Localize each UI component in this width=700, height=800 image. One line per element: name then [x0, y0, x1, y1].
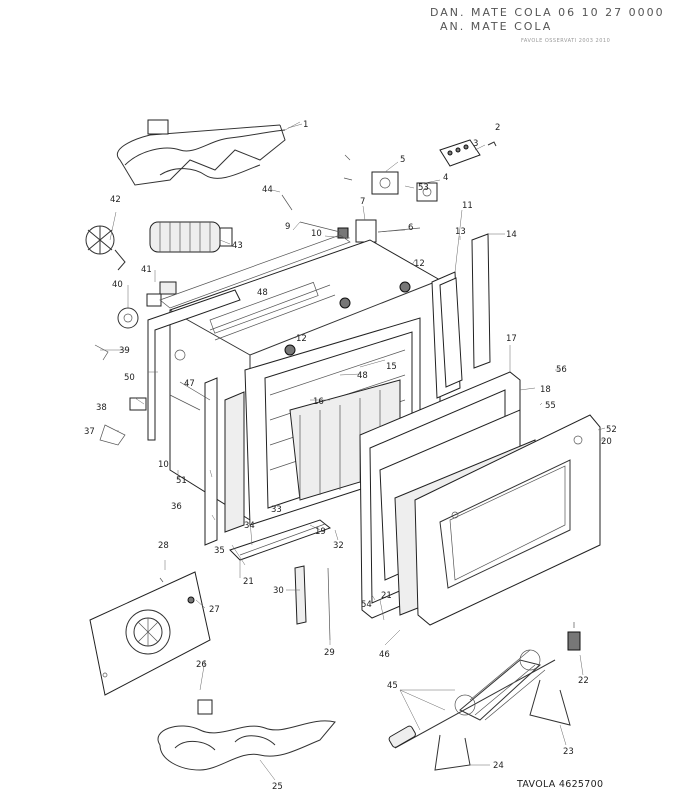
callout-19: 19	[315, 527, 326, 537]
callout-7: 7	[360, 197, 365, 207]
callout-38: 38	[96, 403, 107, 413]
callout-30: 30	[273, 586, 284, 596]
callout-50: 50	[124, 373, 135, 383]
callout-44: 44	[262, 185, 273, 195]
callout-13: 13	[455, 227, 466, 237]
thermostat-bracket	[281, 194, 421, 243]
callout-27: 27	[209, 605, 220, 615]
callout-20: 20	[601, 437, 612, 447]
callout-12-right: 12	[414, 259, 425, 269]
header-line-2: AN. MATE COLA	[440, 20, 553, 33]
callout-29: 29	[324, 648, 335, 658]
callout-55: 55	[545, 401, 556, 411]
switch-group	[343, 154, 438, 202]
drawing-number: TAVOLA 4625700	[517, 779, 604, 790]
side-insulation	[204, 377, 245, 546]
callout-45: 45	[387, 681, 398, 691]
callout-9: 9	[285, 222, 290, 232]
callout-5: 5	[400, 155, 405, 165]
callout-43: 43	[232, 241, 243, 251]
callout-46: 46	[379, 650, 390, 660]
callout-12-mid: 12	[296, 334, 307, 344]
callout-28: 28	[158, 541, 169, 551]
callout-15: 15	[386, 362, 397, 372]
callout-32: 32	[333, 541, 344, 551]
base-rail	[229, 519, 332, 561]
callout-21-right: 21	[381, 591, 392, 601]
callout-48-mid: 48	[357, 371, 368, 381]
rotisserie	[388, 622, 581, 771]
callout-21-left: 21	[243, 577, 254, 587]
callout-54: 54	[361, 600, 372, 610]
callout-40: 40	[112, 280, 123, 290]
header-line-1: DAN. MATE COLA 06 10 27 0000	[430, 6, 665, 19]
callout-23: 23	[563, 747, 574, 757]
callout-22: 22	[578, 676, 589, 686]
bottom-element	[157, 699, 336, 771]
callout-17: 17	[506, 334, 517, 344]
callout-52: 52	[606, 425, 617, 435]
small-parts	[94, 344, 211, 446]
callout-39: 39	[119, 346, 130, 356]
top-grill-element	[117, 119, 301, 186]
callout-33: 33	[271, 505, 282, 515]
leader-lines	[100, 123, 606, 781]
terminal-block	[439, 139, 497, 167]
callout-35: 35	[214, 546, 225, 556]
callout-53: 53	[418, 183, 429, 193]
callout-numbers: 1 2 3 4 5 6 7 9 10 11 12 12 13 14 15 16 …	[84, 120, 617, 792]
fan-motor	[85, 221, 233, 271]
callout-56: 56	[556, 365, 567, 375]
callout-25: 25	[272, 782, 283, 792]
callout-2: 2	[495, 123, 500, 133]
oven-door	[359, 371, 601, 626]
callout-3: 3	[473, 139, 478, 149]
callout-26: 26	[196, 660, 207, 670]
callout-18: 18	[540, 385, 551, 395]
callout-1: 1	[303, 120, 308, 130]
callout-37: 37	[84, 427, 95, 437]
callout-36: 36	[171, 502, 182, 512]
callout-10-lower: 10	[158, 460, 169, 470]
callout-41: 41	[141, 265, 152, 275]
door-hinges	[294, 565, 331, 641]
callout-10-top: 10	[311, 229, 322, 239]
callout-11: 11	[462, 201, 473, 211]
callout-47: 47	[184, 379, 195, 389]
callout-16: 16	[313, 397, 324, 407]
callout-14: 14	[506, 230, 517, 240]
fan-cover	[89, 571, 211, 696]
callout-42: 42	[110, 195, 121, 205]
callout-24: 24	[493, 761, 504, 771]
callout-51: 51	[176, 476, 187, 486]
callout-6: 6	[408, 223, 413, 233]
callout-4: 4	[443, 173, 448, 183]
callout-48-top: 48	[257, 288, 268, 298]
header-line-3: FAVOLE OSSERVATI 2003 2010	[521, 38, 611, 44]
side-panel	[147, 289, 241, 441]
callout-34: 34	[244, 521, 255, 531]
rear-panels	[431, 233, 491, 399]
